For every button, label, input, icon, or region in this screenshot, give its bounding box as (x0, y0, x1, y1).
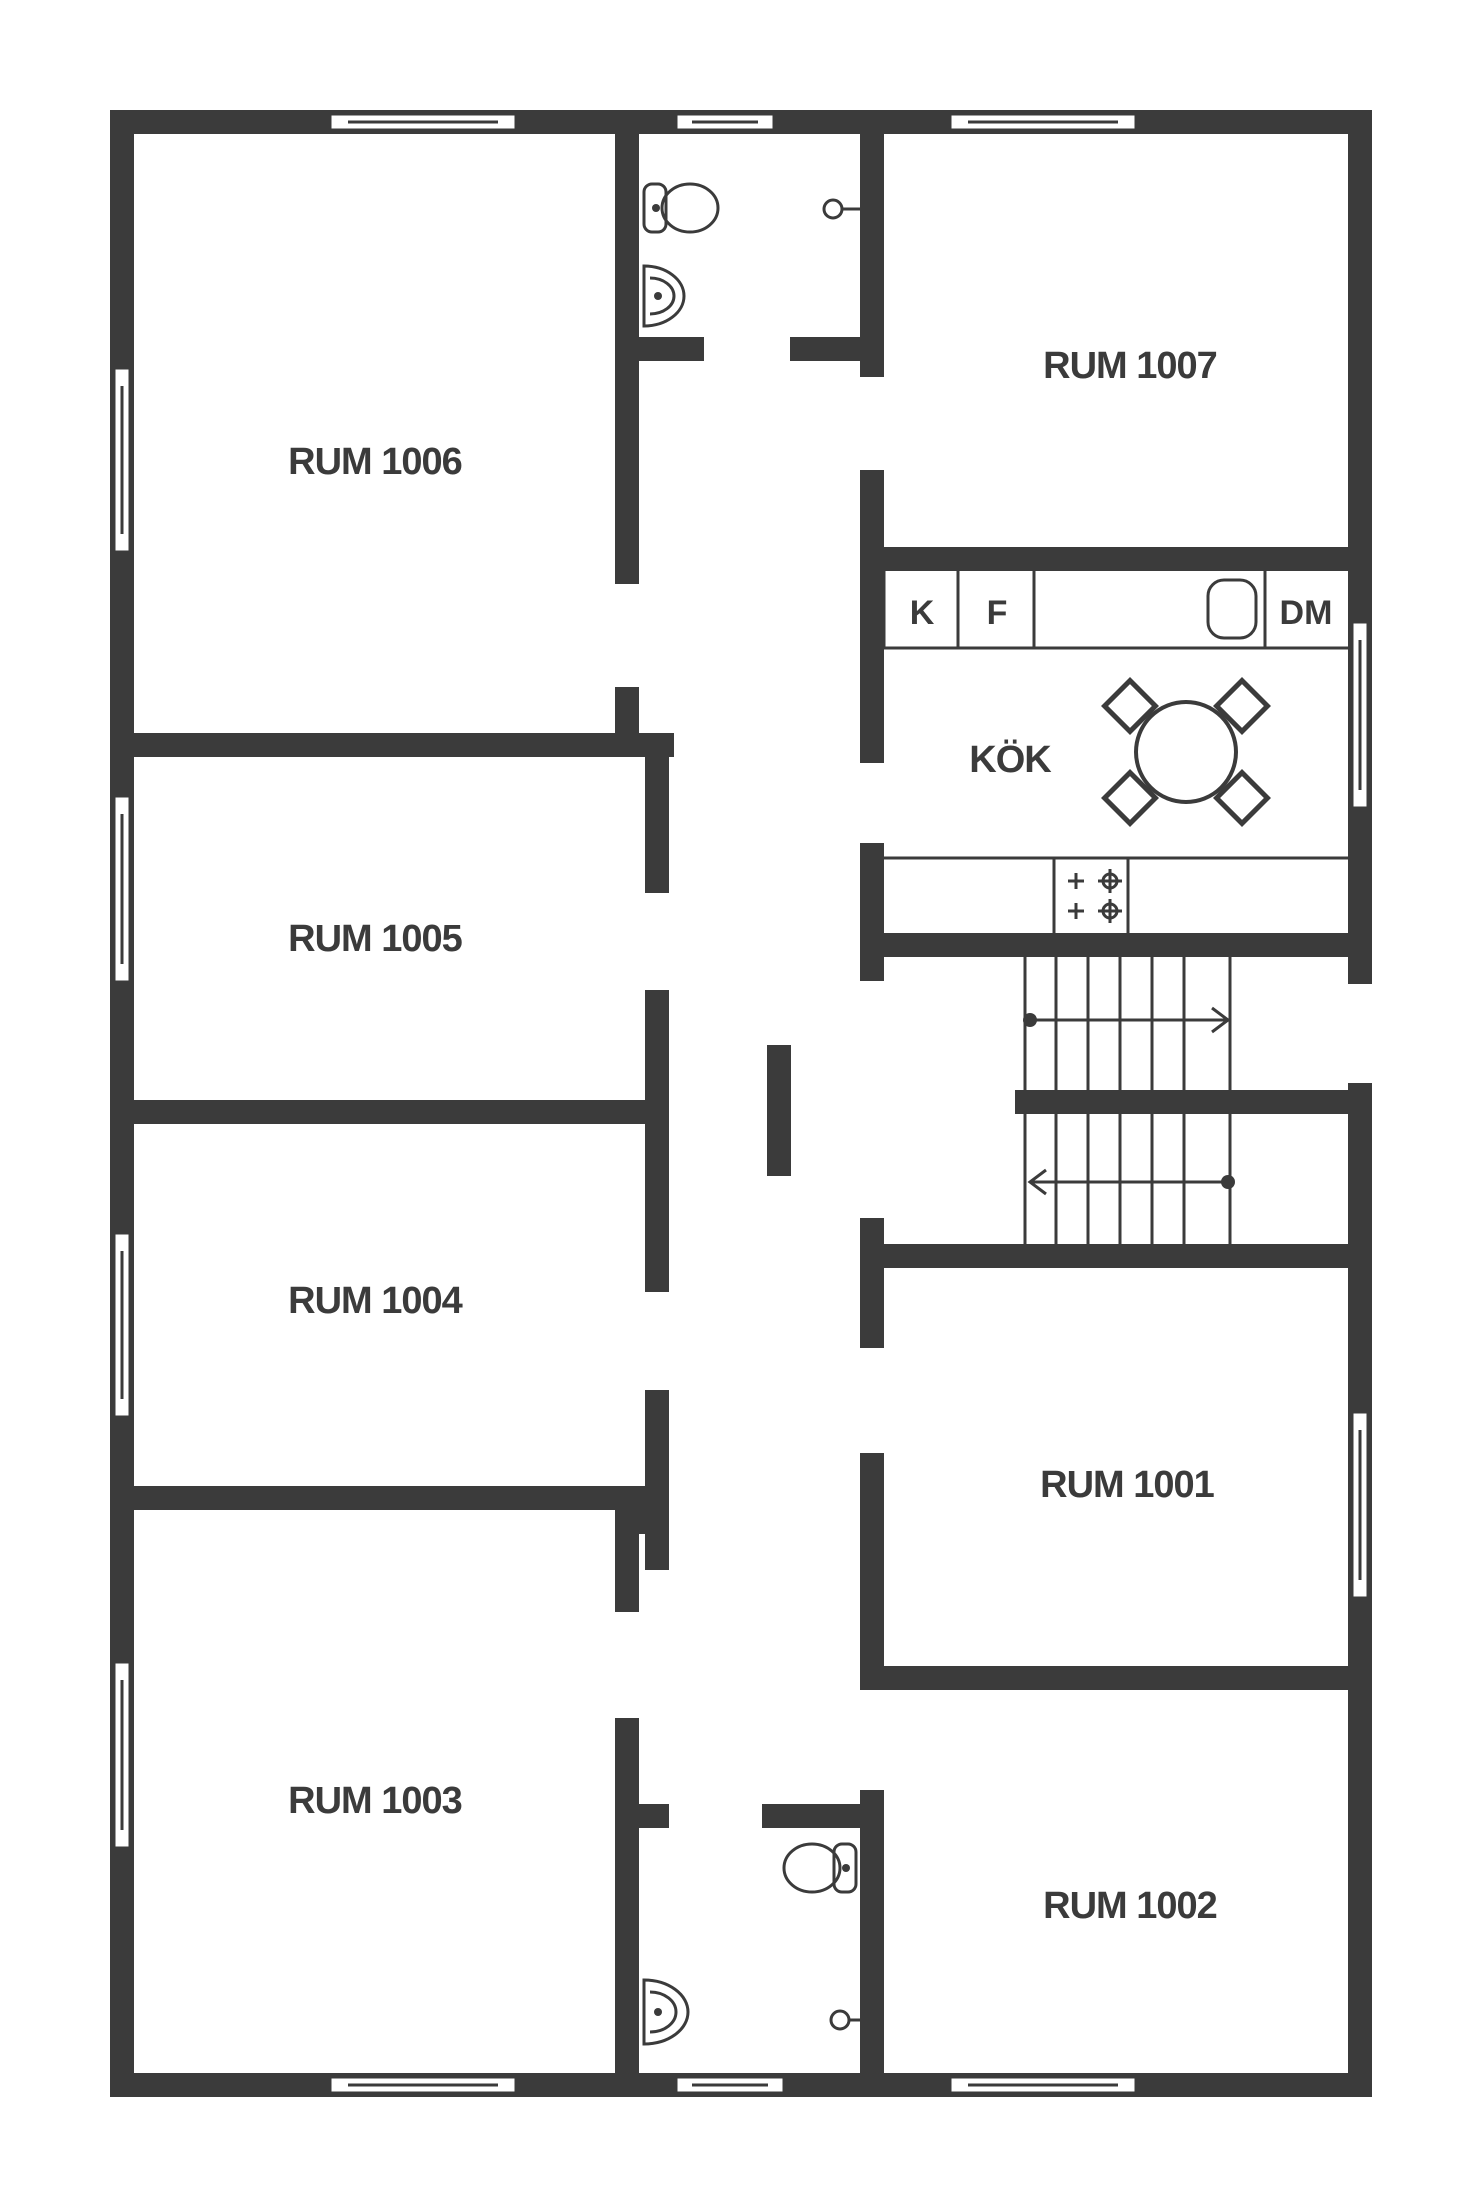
appliance-label-dm: DM (1280, 594, 1333, 632)
stove-icon (1068, 869, 1122, 923)
kitchen-sink (1206, 578, 1258, 640)
room-label-1001: RUM 1001 (1040, 1464, 1214, 1506)
room-label-1004: RUM 1004 (288, 1280, 462, 1322)
room-label-1002: RUM 1002 (1043, 1885, 1217, 1927)
sink-icon (642, 1978, 690, 2046)
dining-table-icon (1101, 677, 1271, 827)
toilet-icon (642, 182, 720, 234)
room-label-kitchen: KÖK (969, 738, 1052, 781)
room-label-1005: RUM 1005 (288, 918, 462, 960)
shower-icon (822, 198, 860, 220)
windows (112, 112, 1370, 2095)
stairs-icon (1023, 957, 1235, 1245)
room-label-1003: RUM 1003 (288, 1780, 462, 1822)
room-label-1006: RUM 1006 (288, 441, 462, 483)
room-label-1007: RUM 1007 (1043, 345, 1217, 387)
kitchen-counters (882, 571, 1348, 933)
shower-icon (829, 2009, 860, 2031)
toilet-icon (782, 1842, 858, 1894)
appliance-label-f: F (987, 594, 1008, 632)
interior-walls (134, 134, 1372, 2073)
sink-icon (642, 264, 686, 328)
appliance-label-k: K (910, 594, 935, 632)
